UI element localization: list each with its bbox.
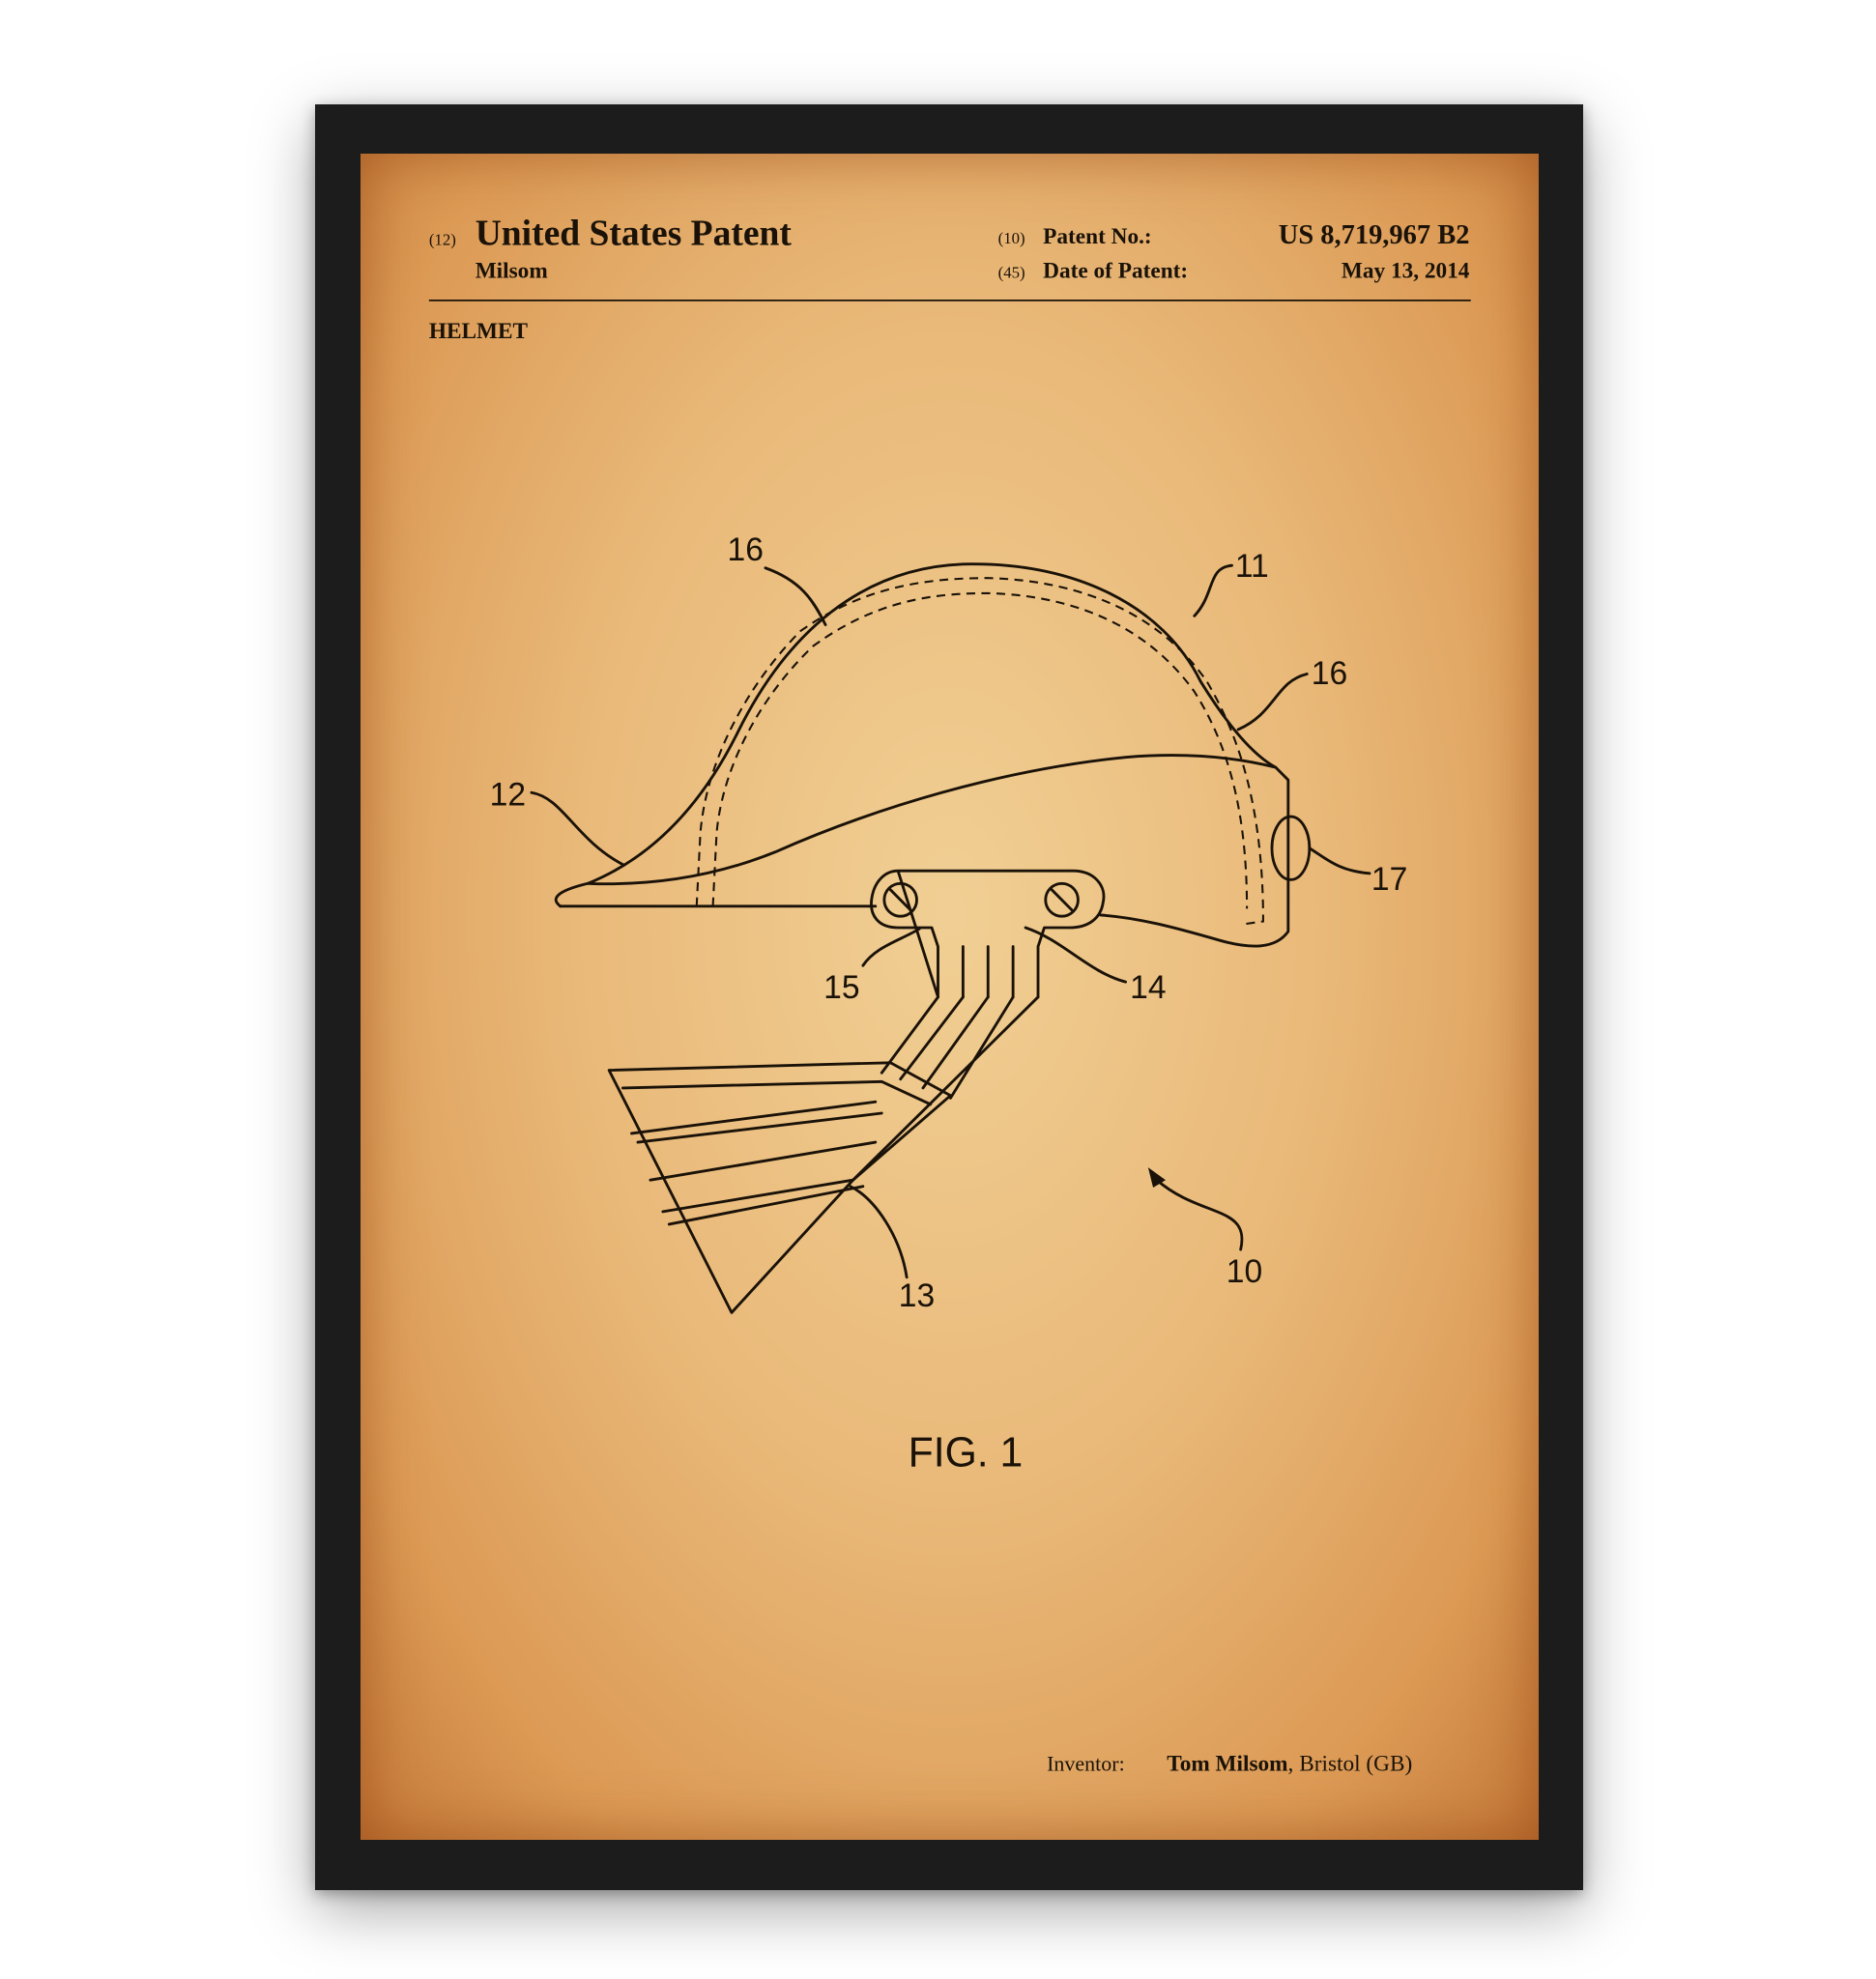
patent-title: United States Patent	[476, 213, 793, 253]
inventor-surname: Milsom	[476, 258, 549, 283]
patent-number: US 8,719,967 B2	[1279, 220, 1470, 250]
helmet-shell	[554, 562, 1278, 908]
code-10: (10)	[998, 229, 1025, 247]
ref-numeral: 10	[1227, 1253, 1262, 1290]
ref-numeral: 14	[1130, 969, 1166, 1006]
invention-title: HELMET	[429, 319, 529, 344]
screw-icon	[1044, 881, 1080, 918]
helmet-brim	[586, 754, 1290, 948]
inventor-name: Tom Milsom	[1167, 1751, 1288, 1776]
patent-date: May 13, 2014	[1342, 258, 1470, 283]
figure-caption: FIG. 1	[909, 1430, 1024, 1477]
inventor-line: Inventor: Tom Milsom, Bristol (GB)	[1047, 1751, 1412, 1776]
ear-piece	[1270, 815, 1312, 881]
ref-numeral: 15	[823, 969, 859, 1006]
patent-no-label: Patent No.:	[1043, 224, 1152, 249]
svg-text:Tom Milsom, Bristol (GB): Tom Milsom, Bristol (GB)	[1167, 1751, 1412, 1776]
screw-icon	[882, 881, 918, 918]
ref-numeral: 12	[490, 776, 526, 813]
patent-paper	[361, 154, 1539, 1840]
code-12: (12)	[429, 230, 456, 248]
faceguard-grille	[607, 1061, 952, 1314]
inventor-label: Inventor:	[1047, 1751, 1125, 1775]
ref-numeral: 16	[1312, 655, 1347, 692]
inventor-location: , Bristol (GB)	[1288, 1751, 1413, 1776]
code-45: (45)	[998, 263, 1025, 281]
arrow-icon	[1147, 1167, 1167, 1189]
ref-numeral: 16	[728, 531, 764, 568]
ref-numeral: 13	[899, 1277, 935, 1314]
helmet-drawing: 16 11 16 12 17 15 14 13 10 FIG. 1	[490, 531, 1408, 1477]
patent-header: (12) United States Patent Milsom (10) Pa…	[428, 213, 1471, 344]
date-label: Date of Patent:	[1043, 258, 1188, 283]
faceguard-struts	[851, 995, 1040, 1182]
ref-numeral: 17	[1371, 861, 1407, 898]
ref-numeral: 11	[1235, 548, 1269, 585]
side-bracket	[870, 869, 1106, 999]
arrow-leader	[1155, 1178, 1244, 1251]
